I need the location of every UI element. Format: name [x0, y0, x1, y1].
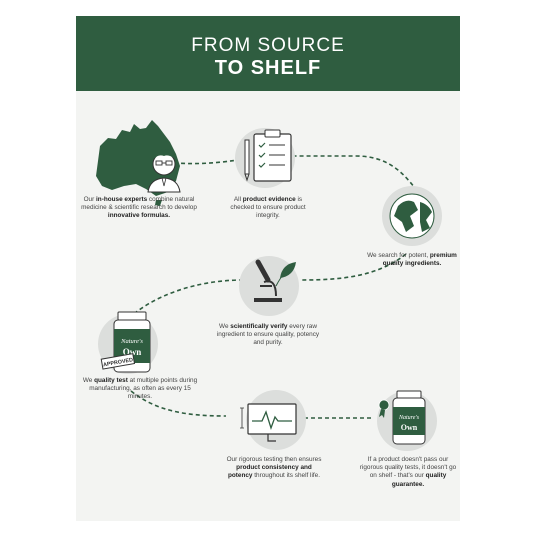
- step-caption-7: If a product doesn't pass our rigorous q…: [359, 456, 457, 488]
- clipboard-checklist-icon: [235, 128, 295, 188]
- award-bottle-brand-line-1: Nature's: [398, 415, 420, 421]
- vitamin-bottle-approved-icon: Nature's Own APPROVED: [98, 311, 158, 374]
- bottle-award-icon: Nature's Own: [377, 390, 437, 451]
- title-line-2: TO SHELF: [214, 57, 322, 79]
- globe-icon: [382, 186, 442, 246]
- step-caption-1: Our in-house experts combine natural med…: [81, 196, 197, 220]
- step-caption-6: Our rigorous testing then ensures produc…: [226, 456, 322, 480]
- monitor-waveform-icon: [240, 390, 306, 450]
- step-caption-4: We scientifically verify every raw ingre…: [216, 323, 320, 347]
- australia-map-scientist-icon: [96, 120, 181, 206]
- approved-stamp: APPROVED: [103, 357, 134, 368]
- process-illustration: Nature's Own APPROVED Nature's Own: [96, 120, 442, 451]
- step-caption-3: We search for potent, premium quality in…: [367, 252, 457, 268]
- award-bottle-brand-line-2: Own: [401, 423, 418, 432]
- infographic-poster: FROM SOURCE TO SHELF: [76, 16, 460, 521]
- header-banner: FROM SOURCE TO SHELF: [76, 16, 460, 91]
- microscope-leaf-icon: [239, 256, 299, 316]
- step-caption-5: We quality test at multiple points durin…: [82, 377, 198, 401]
- step-caption-2: All product evidence is checked to ensur…: [230, 196, 306, 220]
- bottle-brand-line-2: Own: [123, 347, 142, 357]
- title-line-1: FROM SOURCE: [191, 35, 345, 56]
- bottle-brand-line-1: Nature's: [120, 338, 143, 345]
